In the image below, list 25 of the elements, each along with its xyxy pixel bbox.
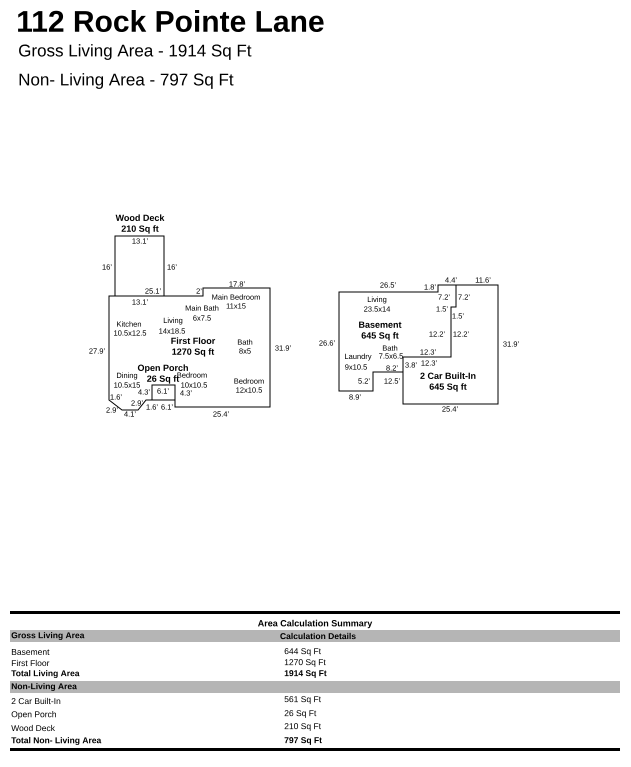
page-title: 112 Rock Pointe Lane xyxy=(18,10,324,32)
subtitle: Non- Living Area - 797 Sq Ft xyxy=(20,73,234,89)
node-label: Open Porch xyxy=(138,364,188,373)
table-cell: Total Non- Living Area xyxy=(11,737,102,745)
column-header: Non-Living Area xyxy=(12,683,77,691)
table-cell: Wood Deck xyxy=(11,724,55,732)
table-cell: Basement xyxy=(12,649,50,655)
table-cell: 2 Car Built-In xyxy=(12,698,60,704)
table-cell: Total Living Area xyxy=(11,670,80,678)
table-cell: 561 Sq Ft xyxy=(284,696,321,704)
node-label: Wood Deck xyxy=(116,214,164,222)
table-cell: First Floor xyxy=(12,660,50,666)
table-cell: 210 Sq Ft xyxy=(284,723,321,731)
table-cell: 1914 Sq Ft xyxy=(284,670,327,678)
column-header: Gross Living Area xyxy=(12,632,84,640)
node-label: 210 Sq ft xyxy=(122,225,159,234)
table-cell: 644 Sq Ft xyxy=(284,648,321,656)
table-cell: 26 Sq Ft xyxy=(284,710,316,718)
table-cell: 1270 Sq Ft xyxy=(284,659,326,667)
column-header: Calculation Details xyxy=(280,632,356,640)
table-title: Area Calculation Summary xyxy=(258,620,372,628)
table-cell: 797 Sq Ft xyxy=(284,737,322,745)
node-label: 26 Sq ft xyxy=(147,375,180,384)
subtitle: Gross Living Area - 1914 Sq Ft xyxy=(19,44,252,60)
table-cell: Open Porch xyxy=(12,711,56,719)
